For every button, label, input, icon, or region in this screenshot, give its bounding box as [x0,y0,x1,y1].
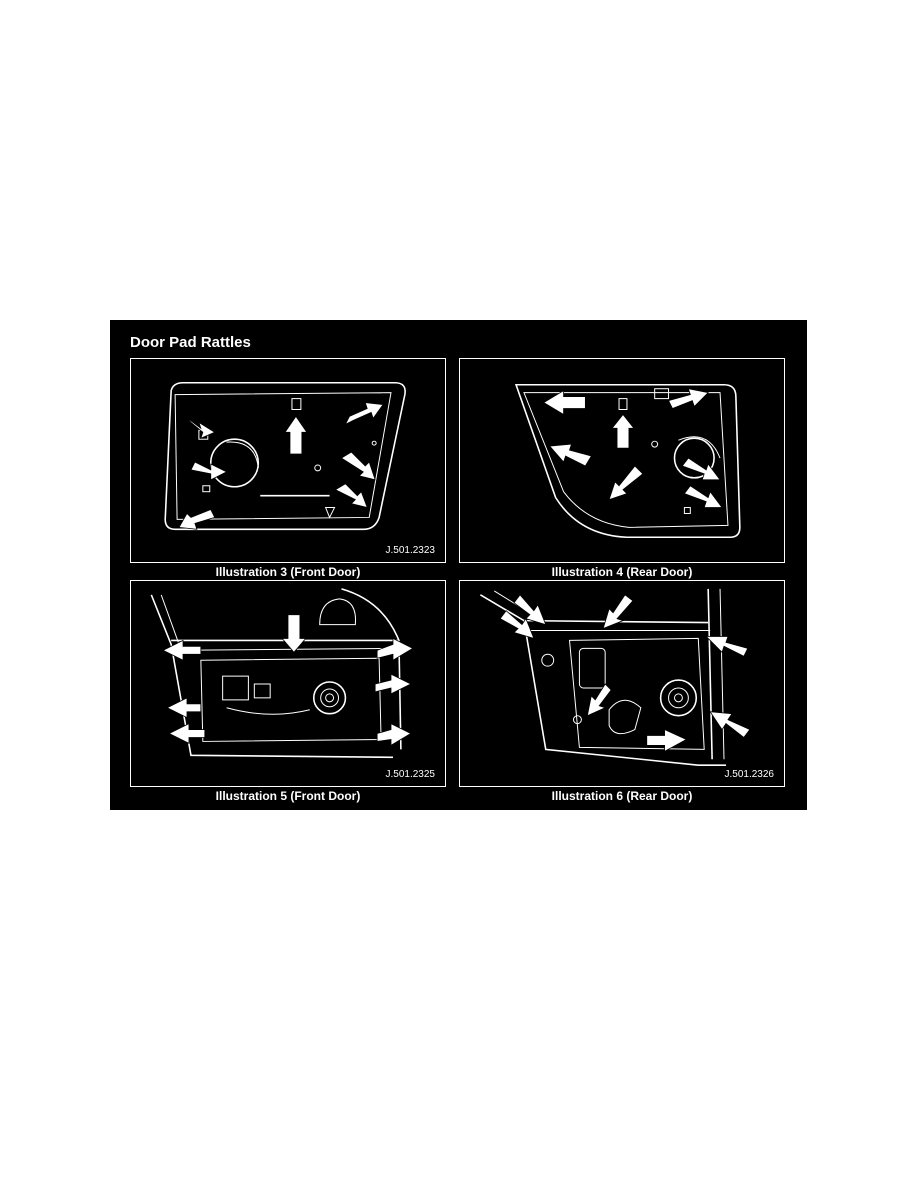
rattle-arrow [681,457,721,481]
illustration-6-caption: Illustration 6 (Rear Door) [551,789,693,803]
rattle-arrow [548,443,592,467]
rattle-arrow [374,673,412,695]
rattle-arrow [162,639,202,661]
rattle-arrow [543,389,586,416]
illustration-code: J.501.2326 [724,769,775,780]
rattle-arrow [646,728,688,753]
rattle-arrow [340,451,376,481]
illustration-code: J.501.2323 [385,545,436,556]
rear-door-inner-drawing [479,588,751,766]
door-pad-rattles-figure: Door Pad Rattles J.501.23 [110,320,807,810]
illustration-code: J.501.2325 [385,769,436,780]
rattle-arrow [683,485,723,508]
rattle-arrows [543,388,723,508]
rattle-arrow [611,413,635,449]
front-door-inner-drawing [150,588,414,759]
rattle-arrow [334,483,368,509]
rattle-arrow [608,465,644,501]
rear-door-pad-drawing [514,383,741,539]
rattle-arrows [178,402,384,530]
rattle-arrow [184,416,216,439]
rattle-arrow [499,610,535,640]
rattle-arrow [667,388,709,410]
rattle-arrow [376,637,414,661]
illustration-3-caption: Illustration 3 (Front Door) [215,565,361,579]
rattle-arrows [162,614,414,747]
rattle-arrow [376,722,412,747]
illustration-6-panel: J.501.2326 [459,580,785,787]
rattle-arrow [602,594,634,630]
front-door-pad-drawing [164,381,406,531]
illustration-5-panel: J.501.2325 [130,580,446,787]
rattle-arrow [281,614,307,653]
rattle-arrow [284,415,308,455]
rattle-arrow [178,509,216,530]
illustration-3-panel: J.501.2323 [130,358,446,563]
rattle-arrow [705,636,749,657]
rattle-arrow [190,461,228,481]
rattle-arrow [586,683,612,717]
illustration-5-caption: Illustration 5 (Front Door) [215,789,361,803]
figure-title: Door Pad Rattles [130,334,251,351]
rattle-arrow [513,594,547,626]
illustration-4-panel [459,358,785,563]
rattle-arrow [344,402,384,426]
rattle-arrow [166,697,202,719]
rattle-arrow [709,711,751,739]
illustration-4-caption: Illustration 4 (Rear Door) [551,565,693,579]
rattle-arrows [499,594,751,753]
rattle-arrow [168,722,206,745]
